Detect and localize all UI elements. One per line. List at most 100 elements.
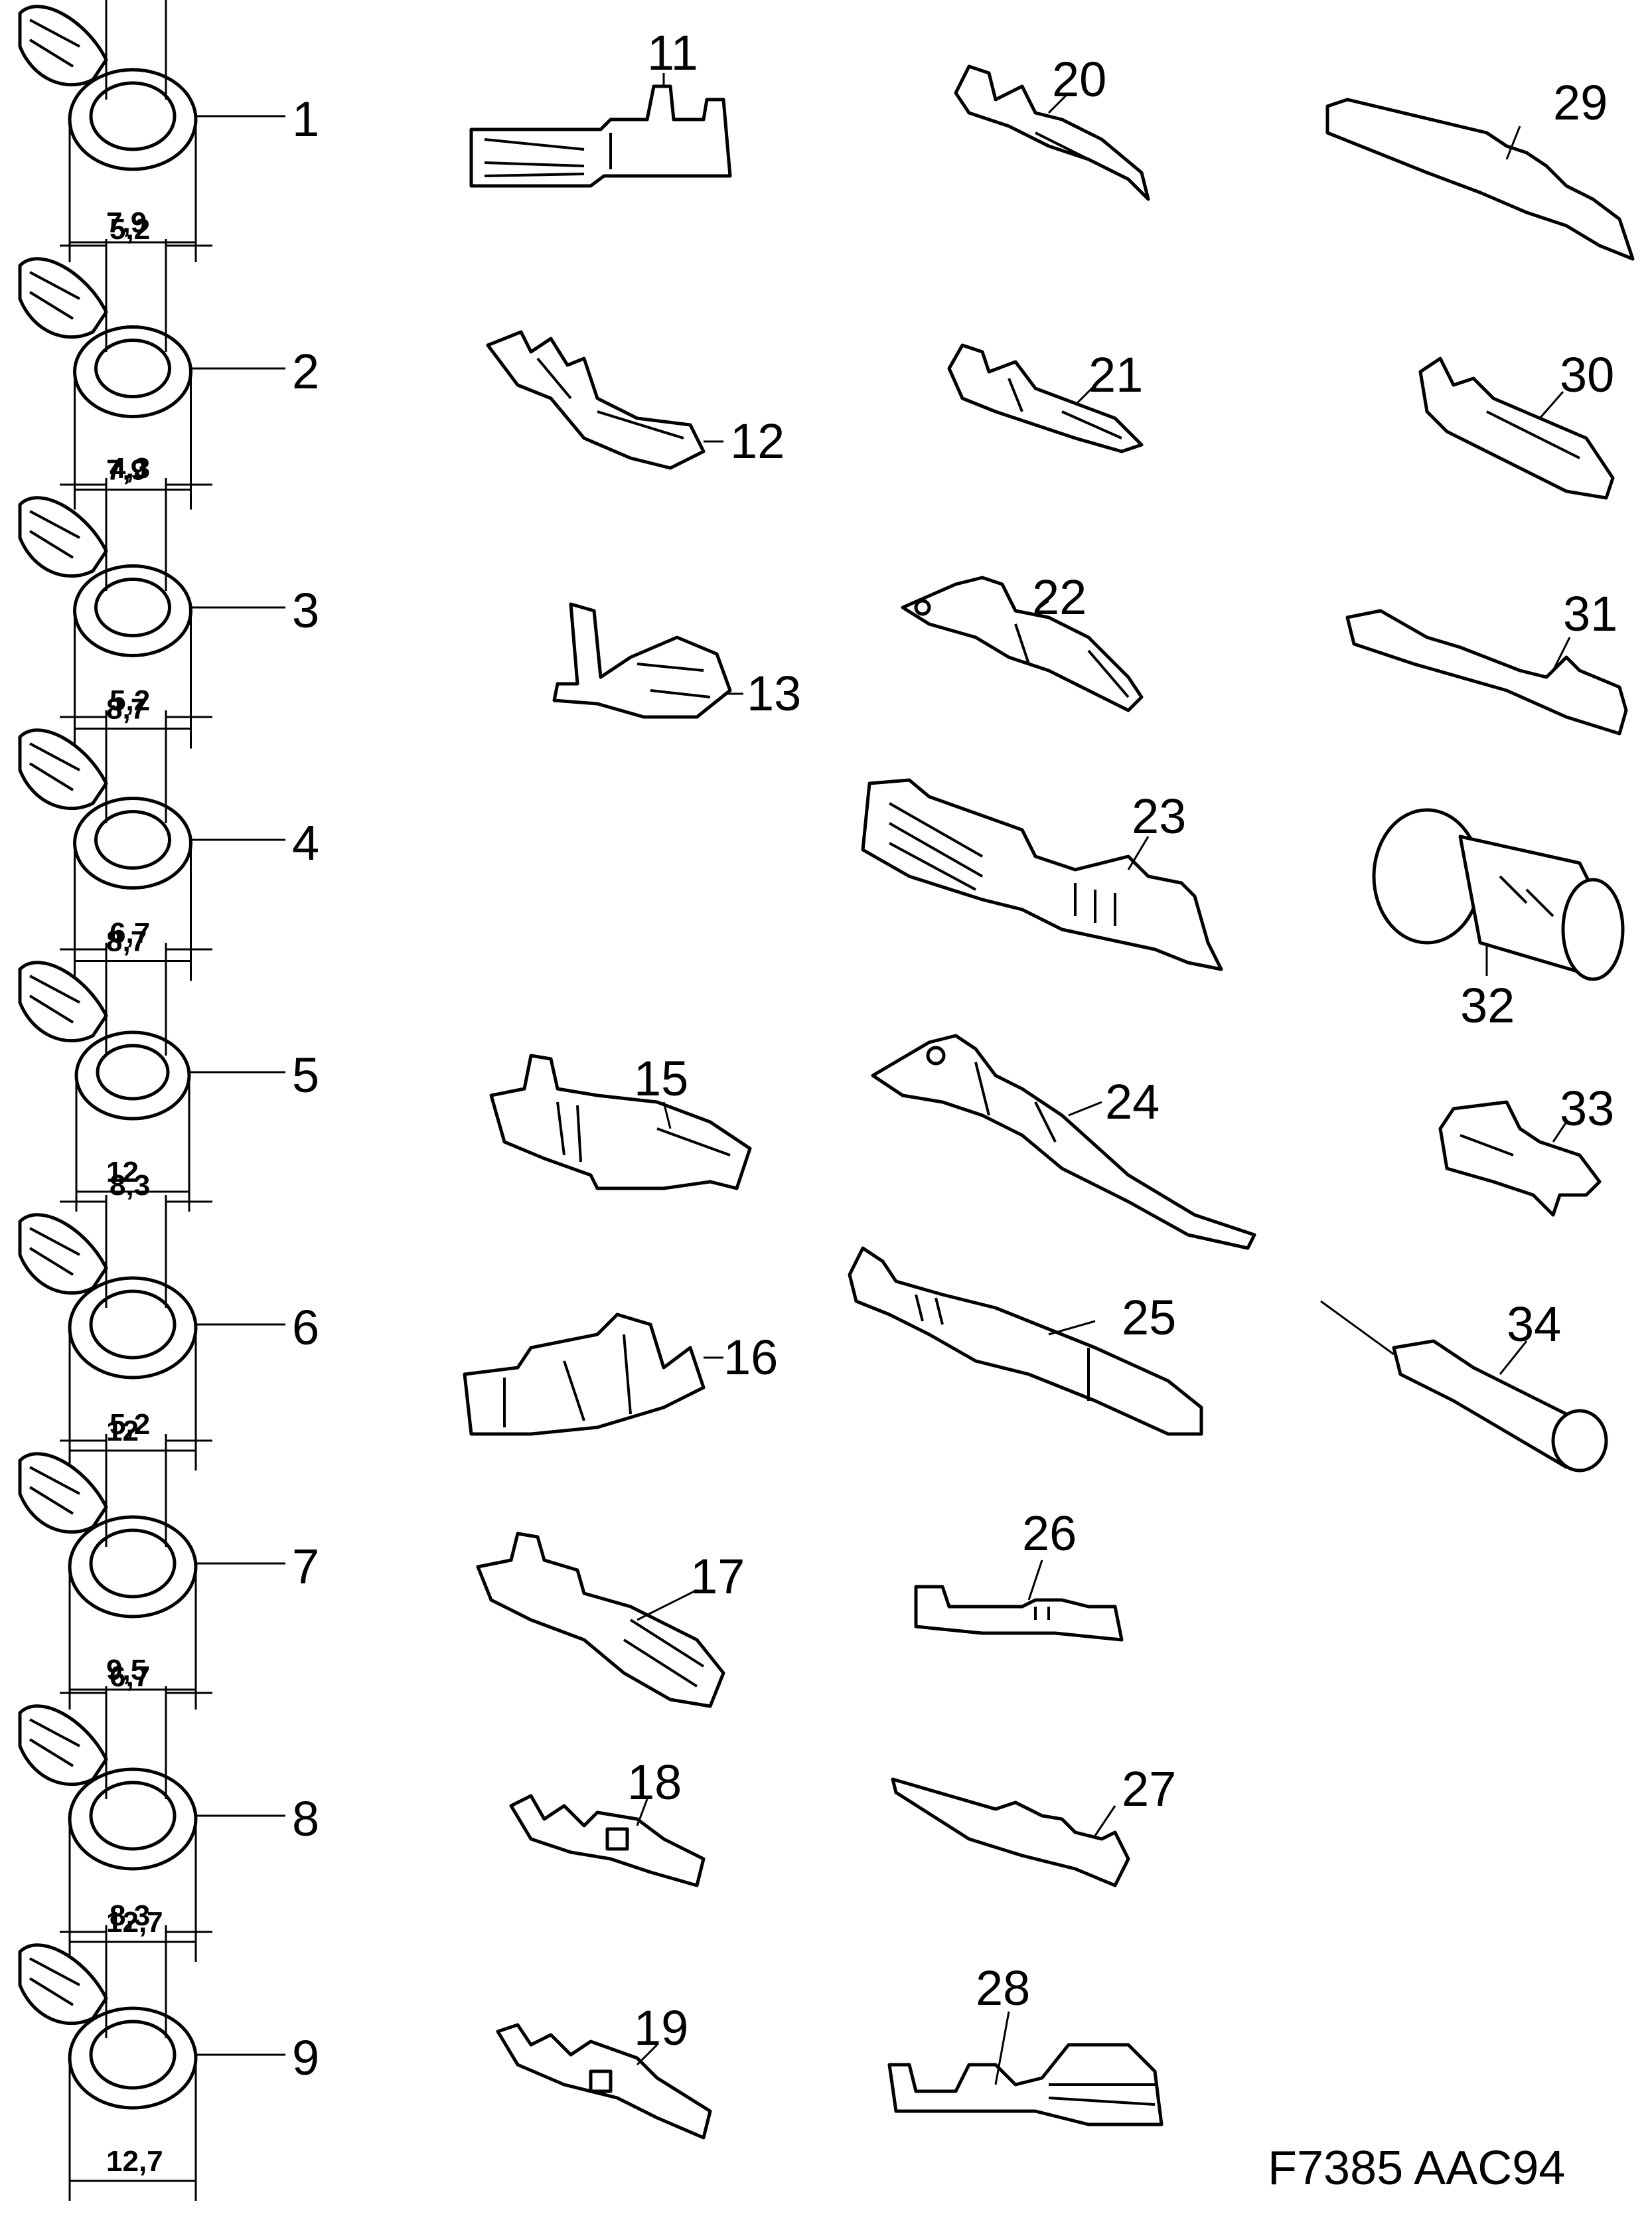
terminal-17: 17 <box>476 1532 745 1708</box>
ring-terminal-9: 8,312,79 <box>18 1899 319 2201</box>
terminal-31: 31 <box>1345 586 1628 736</box>
barrel <box>18 728 108 811</box>
ring-hole <box>96 1044 170 1101</box>
ring-label: 6 <box>292 1300 319 1355</box>
label-21: 21 <box>1089 347 1143 402</box>
terminal-26: 26 <box>914 1506 1124 1642</box>
ring-hole <box>94 810 171 870</box>
stud-dimension: 4,3 <box>110 452 150 485</box>
barrel-shading <box>29 1466 80 1515</box>
label-19: 19 <box>634 2000 688 2055</box>
terminal-15: 15 <box>489 1051 752 1190</box>
label-32: 32 <box>1460 978 1515 1033</box>
ring-label: 2 <box>292 344 319 399</box>
barrel-shading <box>29 19 80 68</box>
label-33: 33 <box>1560 1081 1614 1136</box>
terminal-23: 23 <box>861 778 1223 971</box>
label-23: 23 <box>1132 789 1186 844</box>
label-12: 12 <box>730 414 785 469</box>
barrel <box>18 496 108 578</box>
barrel-shading <box>29 1718 80 1767</box>
stud-dimension: 6,7 <box>110 1660 150 1693</box>
barrel <box>18 5 108 87</box>
barrel <box>18 1943 108 2026</box>
ring-terminal-2: 5,2 7,9 2 <box>18 213 319 510</box>
stud-dimension: 8,3 <box>110 1899 150 1932</box>
stud-dimension: 6,7 <box>110 917 150 949</box>
barrel-shading <box>29 975 80 1024</box>
barrel <box>18 1704 108 1787</box>
ring-label: 1 <box>292 92 319 147</box>
barrel-shading <box>29 1957 80 2006</box>
ring-hole <box>94 578 171 637</box>
label-30: 30 <box>1560 347 1614 402</box>
ring-terminal-6: 8,3 12 6 <box>18 1169 319 1471</box>
ring-label: 7 <box>292 1539 319 1594</box>
label-16: 16 <box>723 1330 778 1385</box>
ring-terminal-5: 6,7 12 5 <box>18 917 319 1212</box>
label-11: 11 <box>647 25 698 80</box>
label-24: 24 <box>1105 1074 1160 1129</box>
label-17: 17 <box>690 1549 745 1604</box>
terminal-28: 28 <box>887 1960 1164 2126</box>
ring-label: 9 <box>292 2030 319 2085</box>
ring-hole <box>94 339 171 398</box>
ring-hole <box>89 81 177 151</box>
width-dimension: 7,9 <box>106 206 147 239</box>
barrel-shading <box>29 271 80 320</box>
stud-dimension: 8,3 <box>110 1169 150 1202</box>
terminal-33: 33 <box>1438 1081 1614 1217</box>
terminal-20: 20 <box>954 52 1150 201</box>
barrel <box>18 257 108 339</box>
ring-label: 8 <box>292 1791 319 1846</box>
terminal-30: 30 <box>1418 347 1615 500</box>
terminal-34: 34 <box>1320 1297 1608 1473</box>
terminal-22: 22 <box>901 570 1144 712</box>
ring-terminal-1: 4,37,91 <box>18 0 319 262</box>
label-25: 25 <box>1122 1290 1176 1345</box>
label-27: 27 <box>1122 1761 1176 1816</box>
width-dimension: 12 <box>106 1415 139 1447</box>
stud-dimension: 5,2 <box>110 1408 150 1441</box>
label-34: 34 <box>1507 1297 1561 1352</box>
ring-hole <box>89 1781 177 1851</box>
terminal-16: 16 <box>463 1313 778 1436</box>
terminal-19: 19 <box>496 2000 712 2140</box>
label-20: 20 <box>1052 52 1106 107</box>
width-dimension: 9,5 <box>106 1654 147 1686</box>
terminal-24: 24 <box>871 1034 1256 1250</box>
ring-label: 4 <box>292 815 319 870</box>
barrel-shading <box>29 1227 80 1276</box>
width-dimension: 7,9 <box>106 454 147 487</box>
label-29: 29 <box>1553 75 1608 130</box>
label-31: 31 <box>1563 586 1617 641</box>
ring-terminal-column: 4,37,915,27,924,38,735,28,746,71258,3126… <box>18 0 319 2201</box>
barrel-shading <box>29 510 80 559</box>
ring-label: 5 <box>292 1048 319 1103</box>
width-dimension: 12,7 <box>106 1906 163 1939</box>
terminal-11: 11 <box>469 25 732 188</box>
width-dimension: 8,7 <box>106 693 147 726</box>
label-26: 26 <box>1022 1506 1077 1561</box>
ring-terminal-3: 4,3 8,7 3 <box>18 452 319 749</box>
width-dimension: 12 <box>106 1156 139 1188</box>
terminal-21: 21 <box>947 343 1144 453</box>
label-22: 22 <box>1032 570 1087 625</box>
terminal-18: 18 <box>509 1755 706 1887</box>
terminal-32: 32 <box>1372 808 1625 1033</box>
ring-hole <box>89 2020 177 2090</box>
barrel-shading <box>29 742 80 791</box>
ring-hole <box>89 1289 177 1360</box>
ring-label: 3 <box>292 583 319 638</box>
width-dimension: 8,7 <box>106 925 147 958</box>
ring-terminal-4: 5,28,74 <box>18 684 319 981</box>
ring-hole <box>89 1528 177 1599</box>
barrel <box>18 961 108 1043</box>
width-dimension: 12,7 <box>106 2145 163 2178</box>
drawing-code: F7385 AAC94 <box>1268 2142 1565 2195</box>
terminal-27: 27 <box>891 1761 1176 1887</box>
terminal-12: 12 <box>486 330 785 470</box>
stud-dimension: 5,2 <box>110 213 150 246</box>
terminal-25: 25 <box>848 1246 1203 1436</box>
